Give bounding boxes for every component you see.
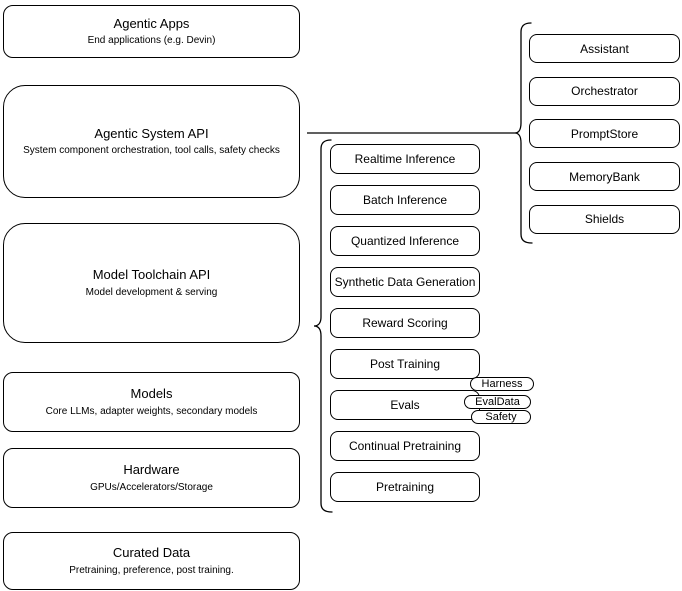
eval-tag-safety: Safety	[471, 410, 531, 424]
node-agentic-system-api: Agentic System API System component orch…	[3, 85, 300, 198]
node-models: Models Core LLMs, adapter weights, secon…	[3, 372, 300, 432]
node-model-toolchain-api: Model Toolchain API Model development & …	[3, 223, 300, 343]
node-subtitle: Pretraining, preference, post training.	[69, 564, 234, 576]
node-subtitle: System component orchestration, tool cal…	[23, 145, 280, 157]
system-components-brace	[514, 22, 533, 244]
node-title: Model Toolchain API	[92, 267, 211, 283]
node-title: Agentic Apps	[113, 15, 190, 31]
node-hardware: Hardware GPUs/Accelerators/Storage	[3, 448, 300, 508]
toolchain-item-evals: Evals	[330, 390, 480, 420]
toolchain-item: Pretraining	[330, 472, 480, 502]
node-subtitle: End applications (e.g. Devin)	[87, 35, 216, 47]
node-agentic-apps: Agentic Apps End applications (e.g. Devi…	[3, 5, 300, 58]
toolchain-item: Realtime Inference	[330, 144, 480, 174]
toolchain-item: Post Training	[330, 349, 480, 379]
node-curated-data: Curated Data Pretraining, preference, po…	[3, 532, 300, 590]
node-subtitle: GPUs/Accelerators/Storage	[90, 481, 213, 493]
node-subtitle: Model development & serving	[85, 286, 218, 298]
eval-tag-evaldata: EvalData	[464, 395, 531, 409]
system-component-item: Orchestrator	[529, 76, 680, 106]
system-component-item: Shields	[529, 204, 680, 234]
system-components-stack: Assistant Orchestrator PromptStore Memor…	[529, 34, 680, 234]
node-title: Models	[130, 386, 173, 402]
toolchain-item: Synthetic Data Generation	[330, 267, 480, 297]
eval-tag-harness: Harness	[470, 377, 534, 391]
system-component-item: Assistant	[529, 34, 680, 63]
system-component-item: PromptStore	[529, 119, 680, 149]
node-subtitle: Core LLMs, adapter weights, secondary mo…	[45, 405, 258, 417]
toolchain-stack: Realtime Inference Batch Inference Quant…	[330, 144, 480, 502]
toolchain-item: Quantized Inference	[330, 226, 480, 256]
toolchain-item: Batch Inference	[330, 185, 480, 215]
node-title: Hardware	[123, 462, 180, 478]
toolchain-item: Reward Scoring	[330, 308, 480, 338]
toolchain-item: Continual Pretraining	[330, 431, 480, 461]
toolchain-brace	[313, 139, 333, 513]
node-title: Curated Data	[112, 545, 191, 561]
node-title: Agentic System API	[94, 125, 209, 141]
system-component-item: MemoryBank	[529, 162, 680, 192]
